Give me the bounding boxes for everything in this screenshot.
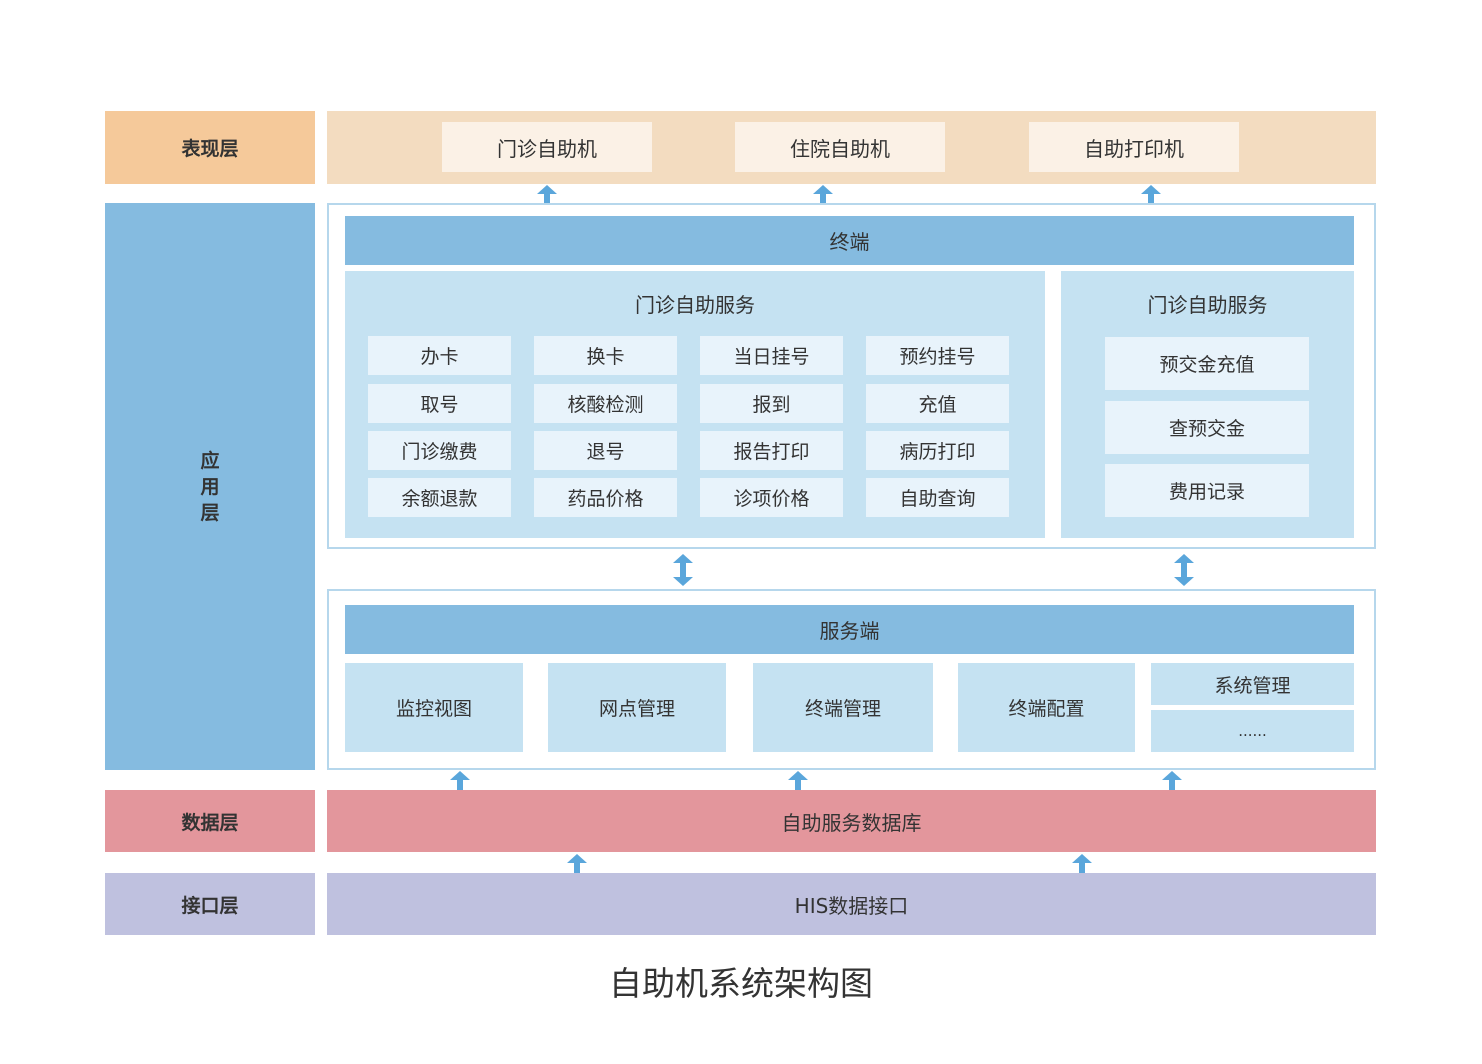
server-module-label: 终端配置 bbox=[1008, 698, 1085, 720]
service-item-label: 办卡 bbox=[420, 346, 459, 368]
up-arrow-icon bbox=[450, 771, 470, 790]
server-title-bar: 服务端 bbox=[345, 605, 1354, 654]
terminal-title: 终端 bbox=[829, 230, 870, 254]
service-item: 退号 bbox=[534, 431, 677, 470]
interface-band: HIS数据接口 bbox=[327, 873, 1376, 935]
outpatient-service-title: 门诊自助服务 bbox=[345, 286, 1045, 320]
service-item: 办卡 bbox=[368, 336, 511, 375]
server-title: 服务端 bbox=[819, 619, 880, 643]
service-item: 药品价格 bbox=[534, 478, 677, 517]
deposit-service-title-text: 门诊自助服务 bbox=[1147, 292, 1268, 317]
service-item-label: 病历打印 bbox=[899, 441, 976, 463]
data-layer-text: 数据层 bbox=[181, 811, 239, 834]
service-item-label: 自助查询 bbox=[899, 488, 976, 510]
up-arrow-icon bbox=[1141, 185, 1161, 204]
data-layer-label: 数据层 bbox=[105, 790, 315, 852]
up-arrow-icon bbox=[537, 185, 557, 204]
service-item: 门诊缴费 bbox=[368, 431, 511, 470]
server-module: 终端配置 bbox=[958, 663, 1135, 752]
service-item-label: 换卡 bbox=[586, 346, 625, 368]
service-item-label: 当日挂号 bbox=[733, 346, 810, 368]
interface-layer-text: 接口层 bbox=[181, 894, 239, 917]
bidirectional-arrow-icon bbox=[673, 554, 693, 586]
system-management-label: 系统管理 bbox=[1214, 674, 1291, 697]
server-module-label: 终端管理 bbox=[804, 698, 881, 720]
more-module: ...... bbox=[1151, 710, 1354, 752]
interface-label: HIS数据接口 bbox=[794, 893, 909, 918]
server-module-label: 网点管理 bbox=[598, 698, 675, 720]
deposit-item: 查预交金 bbox=[1105, 401, 1309, 454]
service-item: 当日挂号 bbox=[700, 336, 843, 375]
service-item: 预约挂号 bbox=[866, 336, 1009, 375]
deposit-item-label: 查预交金 bbox=[1168, 418, 1245, 440]
server-module: 监控视图 bbox=[345, 663, 523, 752]
service-item-label: 药品价格 bbox=[567, 488, 644, 510]
service-item-label: 报到 bbox=[752, 394, 791, 416]
diagram-caption-text: 自助机系统架构图 bbox=[609, 964, 873, 1003]
outpatient-service-title-text: 门诊自助服务 bbox=[635, 292, 755, 317]
system-management-module: 系统管理 bbox=[1151, 663, 1354, 705]
service-item: 自助查询 bbox=[866, 478, 1009, 517]
presentation-layer-label: 表现层 bbox=[105, 111, 315, 184]
diagram-caption: 自助机系统架构图 bbox=[0, 955, 1482, 1007]
application-layer-char: 层 bbox=[200, 501, 220, 524]
service-item: 报到 bbox=[700, 384, 843, 423]
service-item: 报告打印 bbox=[700, 431, 843, 470]
interface-layer-label: 接口层 bbox=[105, 873, 315, 935]
terminal-title-bar: 终端 bbox=[345, 216, 1354, 265]
inpatient-kiosk-box: 住院自助机 bbox=[735, 122, 945, 172]
server-module-label: 监控视图 bbox=[395, 698, 472, 720]
outpatient-kiosk-box: 门诊自助机 bbox=[442, 122, 652, 172]
more-label: ...... bbox=[1238, 722, 1267, 740]
deposit-service-title: 门诊自助服务 bbox=[1061, 286, 1354, 320]
server-module: 网点管理 bbox=[548, 663, 726, 752]
self-print-kiosk-box: 自助打印机 bbox=[1029, 122, 1239, 172]
service-item: 诊项价格 bbox=[700, 478, 843, 517]
deposit-item: 预交金充值 bbox=[1105, 337, 1309, 390]
service-item-label: 充值 bbox=[918, 394, 957, 416]
up-arrow-icon bbox=[1072, 854, 1092, 873]
up-arrow-icon bbox=[788, 771, 808, 790]
up-arrow-icon bbox=[813, 185, 833, 204]
deposit-item: 费用记录 bbox=[1105, 464, 1309, 517]
database-label: 自助服务数据库 bbox=[781, 810, 922, 835]
service-item: 核酸检测 bbox=[534, 384, 677, 423]
application-layer-char: 应 bbox=[200, 449, 220, 472]
database-band: 自助服务数据库 bbox=[327, 790, 1376, 852]
service-item-label: 余额退款 bbox=[401, 488, 478, 510]
service-item: 取号 bbox=[368, 384, 511, 423]
service-item-label: 预约挂号 bbox=[899, 346, 976, 368]
service-item: 余额退款 bbox=[368, 478, 511, 517]
service-item-label: 门诊缴费 bbox=[401, 441, 478, 463]
application-layer-char: 用 bbox=[200, 475, 220, 498]
deposit-item-label: 预交金充值 bbox=[1159, 354, 1255, 376]
service-item-label: 报告打印 bbox=[733, 441, 810, 463]
deposit-item-label: 费用记录 bbox=[1168, 481, 1245, 503]
service-item-label: 核酸检测 bbox=[567, 394, 644, 416]
service-item: 充值 bbox=[866, 384, 1009, 423]
self-print-kiosk-label: 自助打印机 bbox=[1084, 136, 1184, 161]
service-item: 病历打印 bbox=[866, 431, 1009, 470]
server-module: 终端管理 bbox=[753, 663, 933, 752]
presentation-layer-text: 表现层 bbox=[181, 138, 239, 160]
service-item: 换卡 bbox=[534, 336, 677, 375]
outpatient-kiosk-label: 门诊自助机 bbox=[497, 136, 597, 161]
inpatient-kiosk-label: 住院自助机 bbox=[790, 136, 890, 161]
application-layer-label: 应 用 层 bbox=[105, 203, 315, 770]
up-arrow-icon bbox=[1162, 771, 1182, 790]
service-item-label: 退号 bbox=[586, 441, 625, 463]
service-item-label: 取号 bbox=[420, 394, 459, 416]
up-arrow-icon bbox=[567, 854, 587, 873]
service-item-label: 诊项价格 bbox=[733, 488, 810, 510]
bidirectional-arrow-icon bbox=[1174, 554, 1194, 586]
